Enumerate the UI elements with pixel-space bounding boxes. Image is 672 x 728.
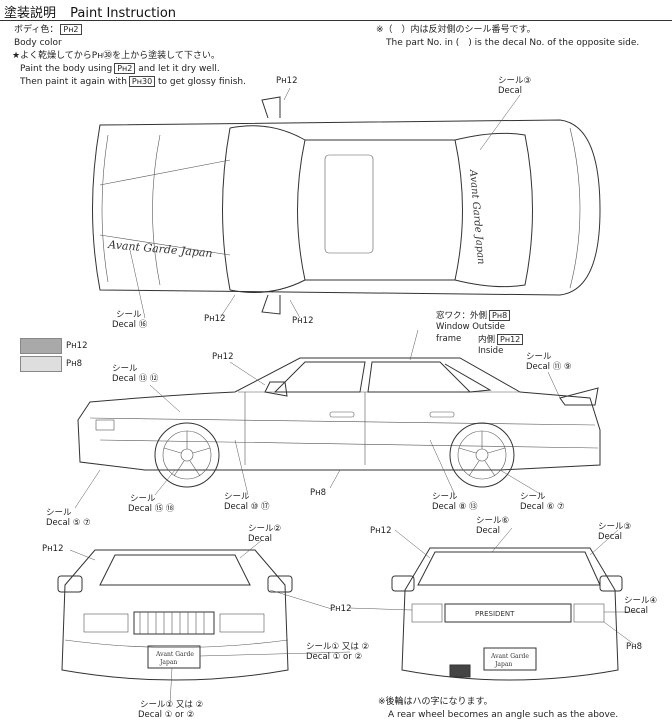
- svg-text:Avant Garde Japan: Avant Garde Japan: [107, 238, 213, 260]
- page-header: 塗装説明 Paint Instruction: [4, 2, 176, 21]
- svg-text:Japan: Japan: [159, 659, 177, 666]
- footnote-en: A rear wheel becomes an angle such as th…: [388, 710, 619, 720]
- label-rear-decal4-ja: シール④: [624, 596, 658, 606]
- decal-note-ja: ※（ ）内は反対側のシール番号です。: [376, 25, 536, 35]
- label-side-decal-c-ja: シール: [46, 508, 72, 518]
- label-front-decal1-en: Decal ① or ②: [306, 652, 363, 662]
- label-rear-decal4-en: Decal: [624, 606, 649, 616]
- label-window-en2: frame: [436, 334, 462, 344]
- president-emblem: PRESIDENT: [475, 610, 515, 618]
- svg-text:Avant Garde Japan: Avant Garde Japan: [467, 168, 486, 265]
- footnote-ja: ※後輪はハの字になります。: [378, 697, 493, 707]
- label-bottom-decal-en: Decal ① or ②: [138, 710, 195, 720]
- car-top-view: Avant Garde Japan Avant Garde Japan: [92, 87, 601, 319]
- label-top-decal16-ja: シール: [116, 310, 142, 320]
- legend-ph8: Pн8: [66, 359, 83, 369]
- title-japanese: 塗装説明: [4, 6, 57, 21]
- label-inside-en: Inside: [478, 346, 504, 356]
- label-rear-decal6-en: Decal: [476, 526, 501, 536]
- label-top-ph12-b: Pн12: [204, 314, 226, 324]
- body-color-en: Body color: [14, 38, 62, 48]
- label-side-decal-d-en: Decal ⑮ ⑱: [128, 504, 175, 514]
- label-side-decal-f-ja: シール: [432, 492, 458, 502]
- label-rear-decal3-en: Decal: [598, 532, 623, 542]
- body-color-ja: ボディ色：Pн2: [14, 24, 82, 36]
- label-top-ph12-c: Pн12: [292, 316, 314, 326]
- label-mid-ph12: Pн12: [330, 604, 352, 614]
- car-side-view: [74, 329, 601, 509]
- label-front-decal1-ja: シール① 又は ②: [306, 642, 370, 652]
- label-side-decal-g-en: Decal ⑥ ⑦: [520, 502, 565, 512]
- swatch-ph8: [20, 356, 62, 372]
- label-top-decal3-en: Decal: [498, 86, 523, 96]
- label-side-decal-e-ja: シール: [224, 492, 250, 502]
- svg-text:Avant Garde: Avant Garde: [490, 653, 529, 660]
- svg-text:Japan: Japan: [494, 661, 512, 668]
- label-front-decal2-ja: シール②: [248, 524, 282, 534]
- instruction-ja: ★よく乾燥してからPн㉚を上から塗装して下さい。: [12, 51, 220, 61]
- label-top-ph12-a: Pн12: [276, 76, 298, 86]
- label-side-decal-g-ja: シール: [520, 492, 546, 502]
- car-front-view: Avant Garde Japan: [57, 539, 351, 706]
- label-top-decal3-ja: シール③: [498, 76, 532, 86]
- car-rear-view: PRESIDENT Avant Garde Japan: [349, 527, 640, 681]
- label-side-ph8: Pн8: [310, 488, 327, 498]
- label-side-decal-b-ja: シール: [526, 352, 552, 362]
- label-rear-decal3-ja: シール③: [598, 522, 632, 532]
- label-side-decal-f-en: Decal ⑧ ⑬: [432, 502, 478, 512]
- label-side-decal-e-en: Decal ⑩ ⑰: [224, 502, 270, 512]
- label-side-decal-d-ja: シール: [130, 494, 156, 504]
- title-english: Paint Instruction: [70, 6, 177, 21]
- svg-text:Avant Garde: Avant Garde: [155, 651, 194, 658]
- label-bottom-decal-ja: シール① 又は ②: [140, 700, 204, 710]
- label-side-decal-c-en: Decal ⑤ ⑦: [46, 518, 91, 528]
- label-front-ph12: Pн12: [42, 544, 64, 554]
- label-side-decal-a-ja: シール: [112, 364, 138, 374]
- label-top-decal16-en: Decal ⑯: [112, 320, 148, 330]
- label-side-ph12: Pн12: [212, 352, 234, 362]
- label-side-decal-a-en: Decal ⑬ ⑫: [112, 374, 159, 384]
- label-rear-decal6-ja: シール⑥: [476, 516, 510, 526]
- label-rear-ph12: Pн12: [370, 526, 392, 536]
- swatch-ph12: [20, 338, 62, 354]
- label-rear-ph8: Pн8: [626, 642, 643, 652]
- header-rule: [0, 20, 672, 21]
- label-side-decal-b-en: Decal ⑪ ⑨: [526, 362, 572, 372]
- decal-note-en: The part No. in ( ) is the decal No. of …: [386, 38, 640, 48]
- label-window-en1: Window Outside: [436, 322, 506, 332]
- label-front-decal2-en: Decal: [248, 534, 273, 544]
- legend-ph12: Pн12: [66, 341, 88, 351]
